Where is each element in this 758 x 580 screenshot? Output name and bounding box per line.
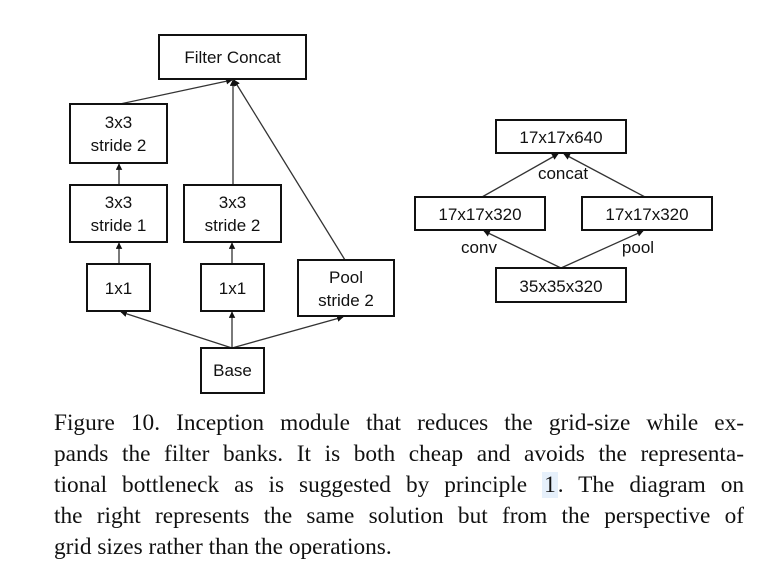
node-conv3x3-stride2-top: 3x3 stride 2 [69,103,168,164]
node-label: 1x1 [105,279,132,298]
caption-line-3: tional bottleneck as is suggested by pri… [54,470,744,501]
node-label-line2: stride 2 [205,216,261,235]
node-label: Filter Concat [184,48,281,67]
node-label-line2: stride 2 [318,291,374,310]
node-label-line1: Pool [329,268,363,287]
right-diagram-edges [481,153,646,269]
node-pool-stride2: Pool stride 2 [297,259,395,317]
edge-in-to-pool-branch [560,230,644,269]
node-filter-concat: Filter Concat [158,34,307,80]
edge-conv-branch-to-out [481,153,559,198]
caption-line-3-tail: The diagram on [578,472,745,498]
node-label-line2: stride 1 [91,216,147,235]
node-17x17x320-pool: 17x17x320 [581,196,713,231]
edge-label-concat: concat [538,164,588,183]
node-label: Base [213,361,252,380]
caption-line-2: pands the filter banks. It is both cheap… [54,441,744,467]
edge-pool-to-concat [233,79,346,261]
left-diagram-edges [115,78,346,349]
caption-line-5: grid sizes rather than the operations. [54,534,392,560]
edge-label-pool: pool [622,238,654,257]
node-label: 17x17x320 [605,205,688,224]
node-17x17x640: 17x17x640 [495,119,627,154]
edge-conv3x3s2top-to-concat [119,78,233,105]
node-label: 1x1 [219,279,246,298]
edge-in-to-conv-branch [483,230,562,269]
figure-caption: Figure 10. Inception module that reduces… [54,408,744,563]
node-label-line1: 3x3 [105,193,132,212]
edge-pool-branch-to-out [563,153,646,198]
caption-line-1: Figure 10. Inception module that reduces… [54,410,744,436]
node-label-line1: 3x3 [219,193,246,212]
edge-base-to-1x1left [120,310,233,349]
caption-line-3-text: tional bottleneck as is suggested by pri… [54,472,543,498]
node-conv3x3-stride2-mid: 3x3 stride 2 [183,184,282,243]
node-label-line2: stride 2 [91,136,147,155]
node-label: 35x35x320 [519,277,602,296]
figure-diagram: Filter Concat 3x3 stride 2 3x3 stride 1 … [69,34,713,394]
node-conv3x3-stride1: 3x3 stride 1 [69,184,168,243]
edge-label-conv: conv [461,238,497,257]
caption-period: . [557,472,579,498]
principle-reference-link[interactable]: 1 [542,472,558,498]
node-conv1x1-mid: 1x1 [200,263,265,312]
node-conv1x1-left: 1x1 [86,263,151,312]
node-label-line1: 3x3 [105,113,132,132]
node-label: 17x17x320 [438,205,521,224]
node-35x35x320: 35x35x320 [495,267,627,303]
caption-line-4: the right represents the same solution b… [54,503,744,529]
edge-base-to-pool [231,315,344,349]
node-base: Base [200,347,265,394]
node-label: 17x17x640 [519,128,602,147]
node-17x17x320-conv: 17x17x320 [414,196,546,231]
